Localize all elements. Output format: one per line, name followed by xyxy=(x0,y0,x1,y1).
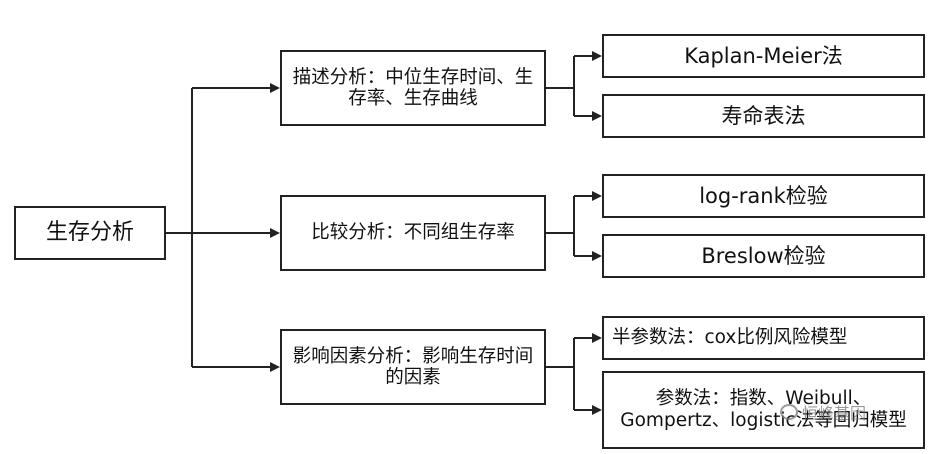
descriptive-analysis-node: 描述分析：中位生存时间、生存率、生存曲线 xyxy=(280,50,546,126)
semiparametric-label: 半参数法：cox比例风险模型 xyxy=(612,327,848,349)
parametric-label: 参数法：指数、Weibull、Gompertz、logistic法等回归模型 xyxy=(620,387,907,431)
life-table-node: 寿命表法 xyxy=(602,94,925,138)
parametric-node: 参数法：指数、Weibull、Gompertz、logistic法等回归模型 xyxy=(602,371,925,449)
descriptive-analysis-label: 描述分析：中位生存时间、生存率、生存曲线 xyxy=(292,66,534,109)
comparative-analysis-label: 比较分析：不同组生存率 xyxy=(311,222,515,244)
comparative-analysis-node: 比较分析：不同组生存率 xyxy=(280,195,546,271)
breslow-node: Breslow检验 xyxy=(602,234,925,278)
semiparametric-node: 半参数法：cox比例风险模型 xyxy=(602,316,925,360)
factor-analysis-node: 影响因素分析：影响生存时间的因素 xyxy=(280,329,546,405)
watermark-text: 恒峰基因 xyxy=(802,404,867,423)
log-rank-label: log-rank检验 xyxy=(699,183,828,208)
breslow-label: Breslow检验 xyxy=(701,243,826,268)
root-node: 生存分析 xyxy=(14,206,166,260)
kaplan-meier-node: Kaplan-Meier法 xyxy=(602,34,925,78)
kaplan-meier-label: Kaplan-Meier法 xyxy=(684,43,843,68)
wechat-icon xyxy=(780,404,798,420)
watermark: 恒峰基因 xyxy=(780,400,866,424)
log-rank-node: log-rank检验 xyxy=(602,174,925,218)
factor-analysis-label: 影响因素分析：影响生存时间的因素 xyxy=(292,345,534,388)
root-label: 生存分析 xyxy=(45,220,134,246)
life-table-label: 寿命表法 xyxy=(721,103,806,128)
